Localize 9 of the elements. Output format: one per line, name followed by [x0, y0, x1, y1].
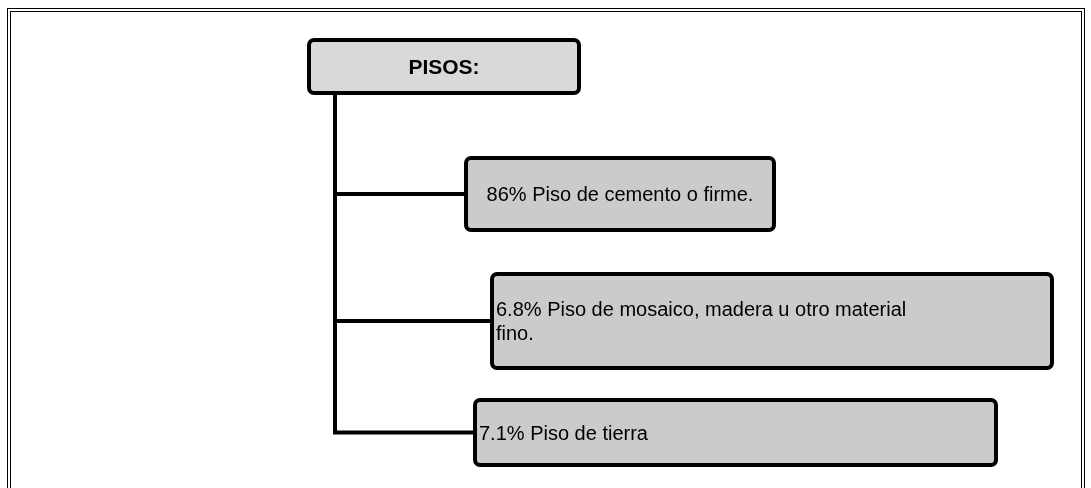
category-box [473, 398, 998, 467]
category-text: 7.1% Piso de tierra [479, 420, 648, 445]
category-box [490, 272, 1054, 370]
heading-box [307, 38, 581, 95]
category-text: 86% Piso de cemento o firme. [486, 182, 754, 206]
category-text: 6.8% Piso de mosaico, madera u otro material fino. [496, 297, 908, 345]
connector-line [333, 95, 473, 435]
heading-text: PISOS: [408, 53, 480, 80]
category-box [464, 156, 776, 232]
